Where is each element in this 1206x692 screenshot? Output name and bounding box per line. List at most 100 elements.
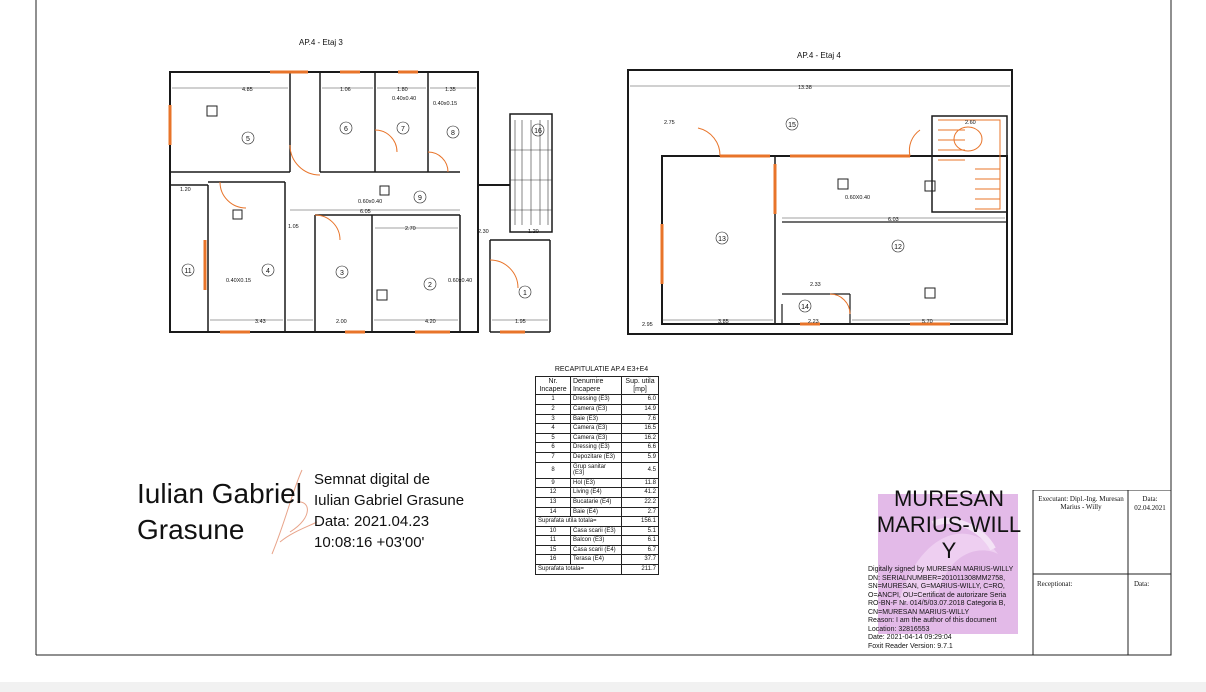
dim-label: 4.85 [242,87,253,93]
recap-table: Nr. Incapere Denumire Incapere Sup. util… [535,375,659,575]
room-number: 6 [344,126,348,133]
dim-label: 5.70 [922,319,933,325]
floor3-plan: 4.85 1.06 1.80 1.35 0.40x0.40 0.40x0.15 … [168,70,553,334]
stamp-name-line: MARIUS-WILL [876,512,1022,537]
dim-label: 0.40x0.40 [392,96,416,102]
stamp-logo [878,494,1018,634]
table-cell-area: 4.5 [621,461,659,479]
table-cell-name: Dressing (E3) [570,394,622,405]
table-cell-area: 16.5 [621,423,659,434]
title-block-grid [1032,490,1172,656]
dim-label: 0.60x0.40 [448,278,472,284]
dim-label: 1.06 [340,87,351,93]
stamp-name-line: Y [941,538,957,563]
stamp-name-line: MURESAN [893,486,1004,511]
table-cell-name: Casa scarii (E3) [570,525,622,537]
stamp-detail-line: Digitally signed by MURESAN MARIUS-WILLY [868,566,1014,573]
table-cell-area: 14.9 [621,403,659,415]
table-cell-nr: 12 [535,487,571,498]
stamp-detail-line: O=ANCPI, OU=Certificat de autorizare Ser… [868,591,1007,599]
table-cell-area: 41.2 [621,487,659,498]
stamp-detail-line: Reason: I am the author of this document [868,617,997,624]
stamp-detail-line: DN: SERIALNUMBER=201011308MM2758, [868,574,1006,582]
stamp-signer-name: MURESAN MARIUS-WILL Y [866,486,1032,564]
table-cell-name: Camera (E3) [570,403,622,415]
table-cell-nr: 3 [535,413,571,425]
title-block-date-label: Data: [1142,495,1158,503]
table-cell-area: 22.2 [621,496,659,508]
table-cell-area: 16.2 [621,432,659,444]
sig-detail-line: 10:08:16 +03'00' [314,534,425,551]
title-block-date-value: 02.04.2021 [1134,504,1166,512]
table-cell-area: 5.9 [621,451,659,463]
dim-label: 2.75 [664,120,675,126]
header-area: Sup. utila [mp] [621,375,659,396]
table-cell-nr: 8 [535,461,571,479]
dim-label: 0.60X0.40 [845,195,870,201]
signer-name-line1: Iulian Gabriel [137,478,302,509]
room-number: 12 [894,244,902,251]
table-cell-name: Casa scarii (E4) [570,544,622,556]
table-cell-nr: 14 [535,506,571,518]
dim-label: 2.23 [808,319,819,325]
title-block-date2-label: Data: [1134,580,1150,588]
stamp-detail-line: Foxit Reader Version: 9.7.1 [868,642,953,650]
table-cell-nr: 10 [535,525,571,537]
header-name: Denumire Incapere [570,375,622,396]
floor4-dimensions: 13.38 2.75 2.60 6.03 2.33 3.85 5.70 2.95… [642,85,976,328]
room-number: 11 [184,268,191,275]
stamp-detail-line: SN=MURESAN, G=MARIUS-WILLY, C=RO, [868,583,1005,590]
table-cell-name: Camera (E3) [570,432,622,444]
signature-flourish [271,469,318,555]
room-number: 9 [418,195,422,202]
table-cell-name: Bucatarie (E4) [570,496,622,508]
table-cell-area: 37.7 [621,554,659,566]
total-row-label: Suprafata totala= [535,564,622,575]
dim-label: 2.60 [965,120,976,126]
table-cell-nr: 1 [535,394,571,405]
recap-table-wrapper: Nr. Incapere Denumire Incapere Sup. util… [535,375,659,575]
table-cell-name: Baie (E4) [570,506,622,518]
table-cell-area: 5.1 [621,525,659,537]
table-cell-nr: 6 [535,442,571,453]
room-number: 13 [718,236,726,243]
stamp-detail-line: Date: 2021-04-14 09:29:04 [868,634,952,641]
dim-label: 1.05 [288,224,299,230]
dim-label: 2.95 [642,322,653,328]
dim-label: 1.80 [397,87,408,93]
table-cell-area: 6.0 [621,394,659,405]
dim-label: 0.60x0.40 [358,199,382,205]
dim-label: 2.30 [478,229,489,235]
room-number: 8 [451,130,455,137]
dim-label: 2.70 [405,226,416,232]
title-block-receptionat: Receptionat: [1037,580,1073,588]
table-cell-area: 7.6 [621,413,659,425]
floor3-title: AP.4 - Etaj 3 [299,38,343,47]
table-cell-area: 6.6 [621,442,659,453]
signer-name-left: Iulian Gabriel Grasune [137,476,302,548]
total-row: Suprafata totala=211.7 [535,564,659,575]
table-cell-nr: 5 [535,432,571,444]
room-number: 3 [340,270,344,277]
room-number: 7 [401,126,405,133]
dim-label: 13.38 [798,85,812,91]
table-cell-name: Balcon (E3) [570,535,622,546]
room-number: 1 [523,290,527,297]
table-cell-area: 6.7 [621,544,659,556]
signature-details-left: Semnat digital de Iulian Gabriel Grasune… [314,469,464,553]
table-cell-area: 11.8 [621,477,659,489]
dim-label: 4.20 [425,319,436,325]
dim-label: 0.40X0.15 [226,278,251,284]
